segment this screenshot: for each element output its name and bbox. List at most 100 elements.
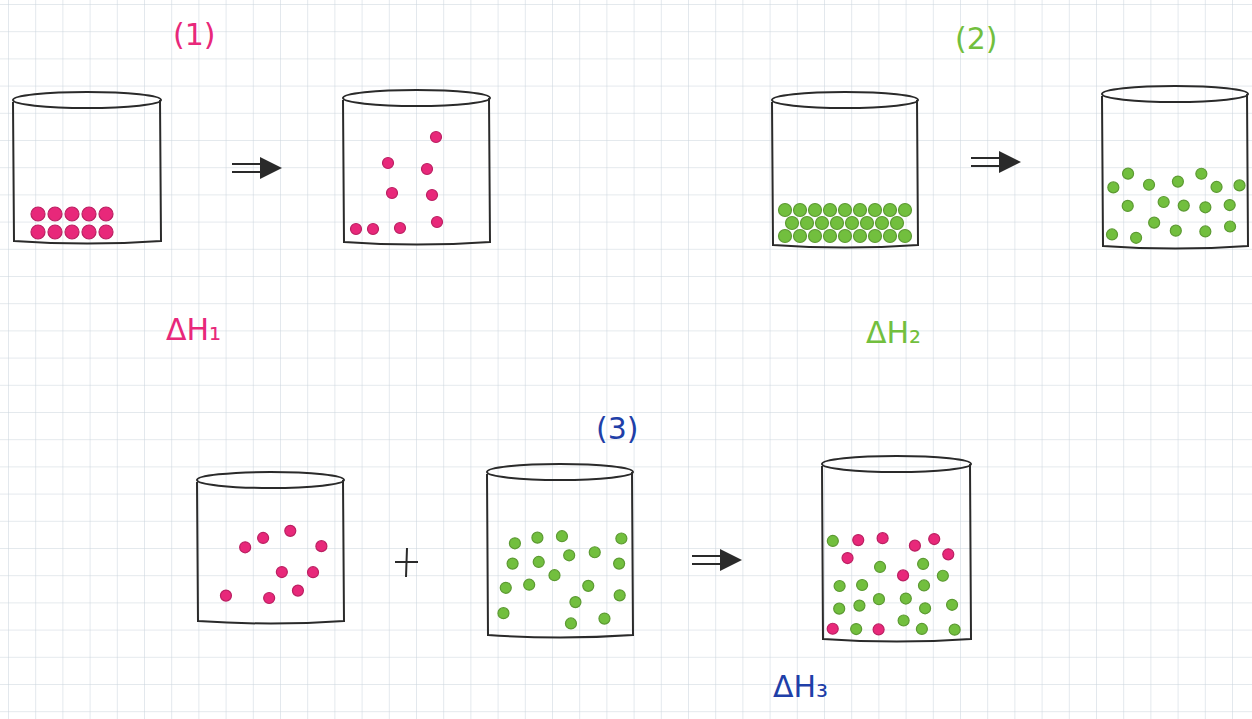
arrow-shaft — [971, 165, 1003, 167]
beaker — [1102, 86, 1248, 249]
particle — [1123, 168, 1134, 179]
particle — [846, 217, 859, 230]
arrow-shaft — [692, 555, 724, 557]
particle — [1149, 217, 1160, 228]
particle — [809, 230, 822, 243]
particle — [824, 204, 837, 217]
particle — [532, 532, 543, 543]
particle — [947, 599, 958, 610]
particle — [509, 538, 520, 549]
particle — [395, 223, 406, 234]
particle — [916, 623, 927, 634]
particle — [570, 597, 581, 608]
particle — [884, 204, 897, 217]
particle — [875, 561, 886, 572]
particle — [869, 230, 882, 243]
particle — [898, 615, 909, 626]
beaker-wall — [772, 100, 918, 248]
particle — [276, 567, 287, 578]
particle — [99, 225, 113, 239]
enthalpy-label: ΔH₂ — [866, 318, 921, 348]
particle — [854, 600, 865, 611]
particle — [220, 590, 231, 601]
particle — [839, 204, 852, 217]
particle — [614, 590, 625, 601]
particle — [891, 217, 904, 230]
beaker-rim — [13, 92, 161, 108]
beaker-wall — [343, 98, 490, 245]
particle — [264, 593, 275, 604]
particle — [854, 204, 867, 217]
particle — [565, 618, 576, 629]
arrow-head — [720, 549, 742, 571]
particle — [533, 556, 544, 567]
particle — [498, 608, 509, 619]
beaker-rim — [772, 92, 918, 108]
particle — [422, 164, 433, 175]
beaker-wall — [13, 100, 161, 244]
particle — [873, 624, 884, 635]
particle — [431, 132, 442, 143]
figures — [13, 86, 1248, 642]
particle — [834, 581, 845, 592]
particle — [1224, 200, 1235, 211]
particle — [556, 531, 567, 542]
particle — [909, 540, 920, 551]
step-number: (2) — [955, 24, 998, 54]
beaker-wall — [487, 472, 633, 638]
particle — [65, 207, 79, 221]
particle — [900, 593, 911, 604]
particle — [779, 204, 792, 217]
beaker-rim — [1102, 86, 1248, 102]
particle — [794, 230, 807, 243]
particle — [824, 230, 837, 243]
particle — [794, 204, 807, 217]
particle — [918, 580, 929, 591]
particle — [1196, 168, 1207, 179]
particle — [920, 603, 931, 614]
particle — [1107, 229, 1118, 240]
particle — [292, 585, 303, 596]
particle — [827, 623, 838, 634]
step-number: (1) — [173, 20, 216, 50]
beaker — [822, 456, 971, 642]
particle — [1170, 225, 1181, 236]
particle — [507, 558, 518, 569]
particle — [853, 535, 864, 546]
particle — [599, 613, 610, 624]
particle — [854, 230, 867, 243]
particle — [861, 217, 874, 230]
particle — [387, 188, 398, 199]
particle — [929, 534, 940, 545]
particle — [99, 207, 113, 221]
particle — [877, 533, 888, 544]
particle — [614, 558, 625, 569]
particle — [48, 225, 62, 239]
beaker-rim — [343, 90, 490, 106]
arrow-shaft — [692, 563, 724, 565]
arrow-shaft — [232, 163, 264, 165]
arrow-shaft — [232, 171, 264, 173]
particle — [589, 547, 600, 558]
particle — [801, 217, 814, 230]
particle — [851, 624, 862, 635]
particle — [1158, 197, 1169, 208]
particle — [1122, 200, 1133, 211]
particle — [82, 207, 96, 221]
particle — [240, 542, 251, 553]
particle — [899, 204, 912, 217]
particle — [427, 190, 438, 201]
reaction-arrow — [971, 151, 1021, 173]
particle — [898, 570, 909, 581]
beaker — [197, 472, 344, 624]
beaker — [13, 92, 161, 244]
beaker-wall — [822, 464, 971, 642]
plus-sign — [395, 548, 418, 577]
particle — [65, 225, 79, 239]
particle — [834, 603, 845, 614]
particle — [949, 624, 960, 635]
beaker-rim — [197, 472, 344, 488]
particle — [31, 225, 45, 239]
particle — [316, 541, 327, 552]
particle — [82, 225, 96, 239]
